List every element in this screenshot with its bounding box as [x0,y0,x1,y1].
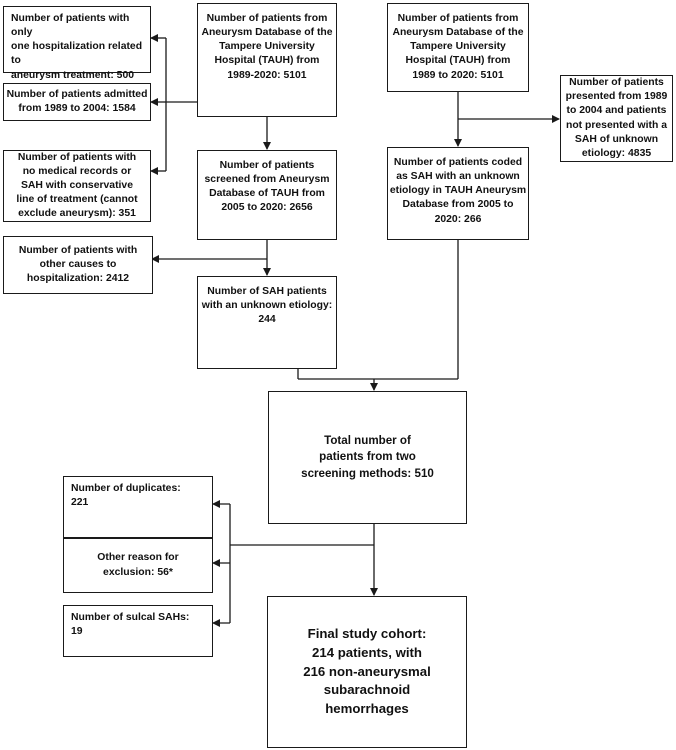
total-box: Total number of patients from two screen… [268,391,467,524]
screened-left-text: Number of patients screened from Aneurys… [204,160,330,214]
total-text: Total number of patients from two screen… [301,434,434,480]
exclusion-no-records-box: Number of patients with no medical recor… [3,150,151,222]
final-cohort-text: Final study cohort: 214 patients, with 2… [303,626,431,717]
exclusion-right-1989-2004-box: Number of patients presented from 1989 t… [560,75,673,162]
left-source-text: Number of patients from Aneurysm Databas… [201,13,333,81]
exclusion-admitted-1989-2004-text: Number of patients admitted from 1989 to… [6,88,148,114]
left-source-box: Number of patients from Aneurysm Databas… [197,3,337,117]
exclusion-right-1989-2004-text: Number of patients presented from 1989 t… [565,77,668,159]
exclusion-duplicates-text: Number of duplicates: 221 [71,483,181,509]
exclusion-admitted-1989-2004-box: Number of patients admitted from 1989 to… [3,83,151,121]
screened-left-box: Number of patients screened from Aneurys… [197,150,337,240]
exclusion-no-records-text: Number of patients with no medical recor… [16,151,138,220]
exclusion-other-causes-box: Number of patients with other causes to … [3,236,153,294]
exclusion-other-causes-text: Number of patients with other causes to … [18,244,138,285]
exclusion-other-reason-box: Other reason for exclusion: 56* [63,538,213,593]
exclusion-sulcal-text: Number of sulcal SAHs: 19 [71,612,190,638]
right-source-box: Number of patients from Aneurysm Databas… [387,3,529,92]
exclusion-other-reason-text: Other reason for exclusion: 56* [97,552,179,578]
sah-unknown-box: Number of SAH patients with an unknown e… [197,276,337,369]
sah-unknown-text: Number of SAH patients with an unknown e… [201,286,333,326]
exclusion-duplicates-box: Number of duplicates: 221 [63,476,213,538]
exclusion-sulcal-box: Number of sulcal SAHs: 19 [63,605,213,657]
coded-right-box: Number of patients coded as SAH with an … [387,147,529,240]
exclusion-one-hospitalization-box: Number of patients with only one hospita… [3,6,151,81]
exclusion-one-hospitalization-text: Number of patients with only one hospita… [11,13,143,81]
final-cohort-box: Final study cohort: 214 patients, with 2… [267,596,467,748]
right-source-text: Number of patients from Aneurysm Databas… [392,13,524,81]
coded-right-text: Number of patients coded as SAH with an … [389,157,527,225]
